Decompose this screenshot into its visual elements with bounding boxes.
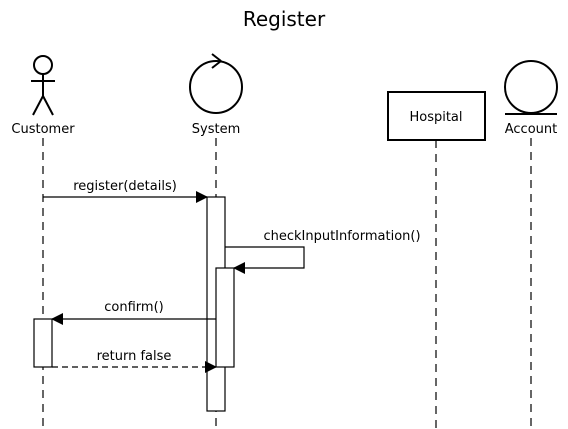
hospital-box (387, 91, 486, 141)
diagram-title: Register (243, 7, 326, 31)
account-entity-icon (504, 60, 558, 115)
check-input-message-label: checkInputInformation() (263, 229, 420, 244)
customer-actor-icon (31, 55, 55, 116)
hospital-label: Hospital (409, 110, 462, 125)
system-label: System (192, 122, 240, 137)
check-input-message-arrow (225, 246, 305, 274)
confirm-message-label: confirm() (104, 300, 163, 315)
account-label: Account (505, 122, 558, 137)
system-activation-bar-2 (215, 267, 235, 368)
customer-label: Customer (11, 122, 75, 137)
customer-activation-bar (33, 318, 53, 368)
return-false-message-label: return false (97, 349, 172, 364)
system-control-icon (189, 53, 243, 114)
register-message-label: register(details) (73, 179, 177, 194)
